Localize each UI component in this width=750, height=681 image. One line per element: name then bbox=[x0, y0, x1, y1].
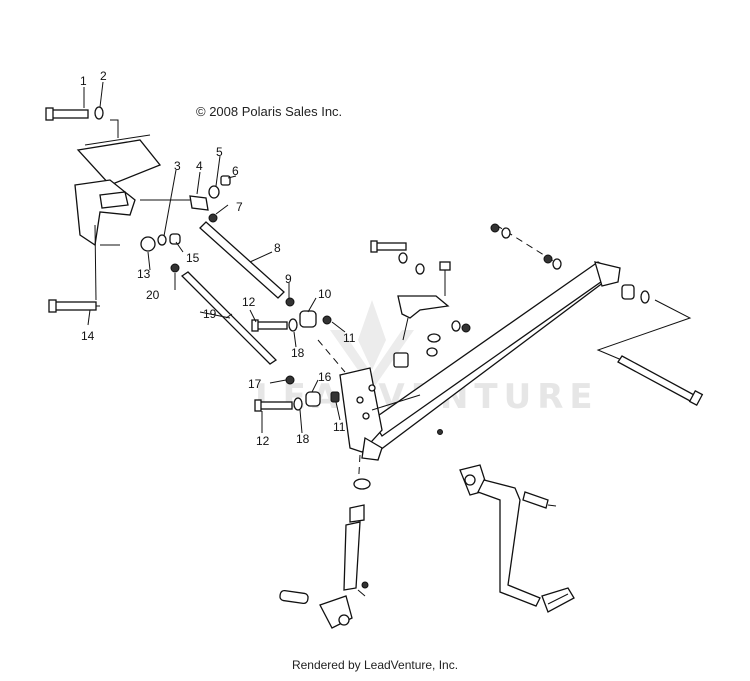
shock-mount bbox=[397, 295, 450, 319]
ball-joint bbox=[439, 261, 451, 271]
steering-arm bbox=[459, 464, 575, 613]
callout-5: 5 bbox=[216, 145, 223, 159]
spindle bbox=[279, 478, 371, 629]
bolt-part-1 bbox=[45, 107, 89, 121]
washer-part-5 bbox=[208, 185, 220, 199]
callout-4: 4 bbox=[196, 159, 203, 173]
bushing-part-10 bbox=[299, 310, 317, 328]
callout-10: 10 bbox=[318, 287, 332, 301]
nut-part-11 bbox=[322, 315, 332, 325]
callout-12: 12 bbox=[242, 295, 256, 309]
callout-20: 20 bbox=[146, 288, 160, 302]
callout-15: 15 bbox=[186, 251, 200, 265]
nut-part-11b bbox=[330, 391, 340, 403]
callout-labels: 1 2 3 4 5 6 7 8 9 10 11 12 13 14 15 16 1… bbox=[80, 69, 356, 448]
nut-part-17 bbox=[285, 375, 295, 385]
bolt-part-12b bbox=[254, 399, 293, 412]
bushing-part-13 bbox=[140, 236, 156, 252]
bolt-part-12 bbox=[251, 319, 288, 332]
callout-leaders bbox=[83, 81, 346, 434]
washer-part-18b bbox=[293, 397, 303, 411]
callout-16: 16 bbox=[318, 370, 332, 384]
washer-part-18 bbox=[288, 318, 298, 332]
callout-12b: 12 bbox=[256, 434, 270, 448]
callout-18: 18 bbox=[291, 346, 305, 360]
nut-part-6 bbox=[220, 175, 231, 186]
callout-11b: 11 bbox=[333, 420, 346, 434]
rod-end-part-4 bbox=[189, 195, 209, 211]
alignment-line bbox=[317, 339, 346, 373]
callout-19: 19 bbox=[203, 307, 217, 321]
bushing bbox=[393, 352, 409, 368]
footer-text: Rendered by LeadVenture, Inc. bbox=[291, 658, 459, 672]
callout-8: 8 bbox=[274, 241, 281, 255]
bushing-part-16 bbox=[305, 391, 321, 407]
sleeve-part-15 bbox=[169, 233, 181, 245]
callout-11: 11 bbox=[343, 331, 356, 345]
frame-bracket bbox=[74, 119, 162, 301]
callout-18b: 18 bbox=[296, 432, 310, 446]
callout-1: 1 bbox=[80, 74, 87, 88]
a-arm bbox=[339, 261, 621, 461]
callout-14: 14 bbox=[81, 329, 95, 343]
callout-6: 6 bbox=[232, 164, 239, 178]
washer-part-2 bbox=[94, 106, 104, 120]
tube-part-8 bbox=[199, 221, 285, 299]
nut-part-7 bbox=[208, 213, 218, 223]
callout-13: 13 bbox=[137, 267, 151, 281]
bolt-upper-right bbox=[370, 240, 407, 253]
nut-part-9 bbox=[285, 297, 295, 307]
callout-7: 7 bbox=[236, 200, 243, 214]
nut-part-20 bbox=[170, 263, 180, 273]
callout-17: 17 bbox=[248, 377, 262, 391]
callout-3: 3 bbox=[174, 159, 181, 173]
bolt-part-14 bbox=[48, 299, 100, 313]
leader-line bbox=[596, 299, 692, 373]
long-bolt bbox=[617, 355, 704, 407]
copyright-text: © 2008 Polaris Sales Inc. bbox=[196, 104, 343, 119]
callout-2: 2 bbox=[100, 69, 107, 83]
callout-9: 9 bbox=[285, 272, 292, 286]
washer-part-3 bbox=[157, 234, 167, 246]
